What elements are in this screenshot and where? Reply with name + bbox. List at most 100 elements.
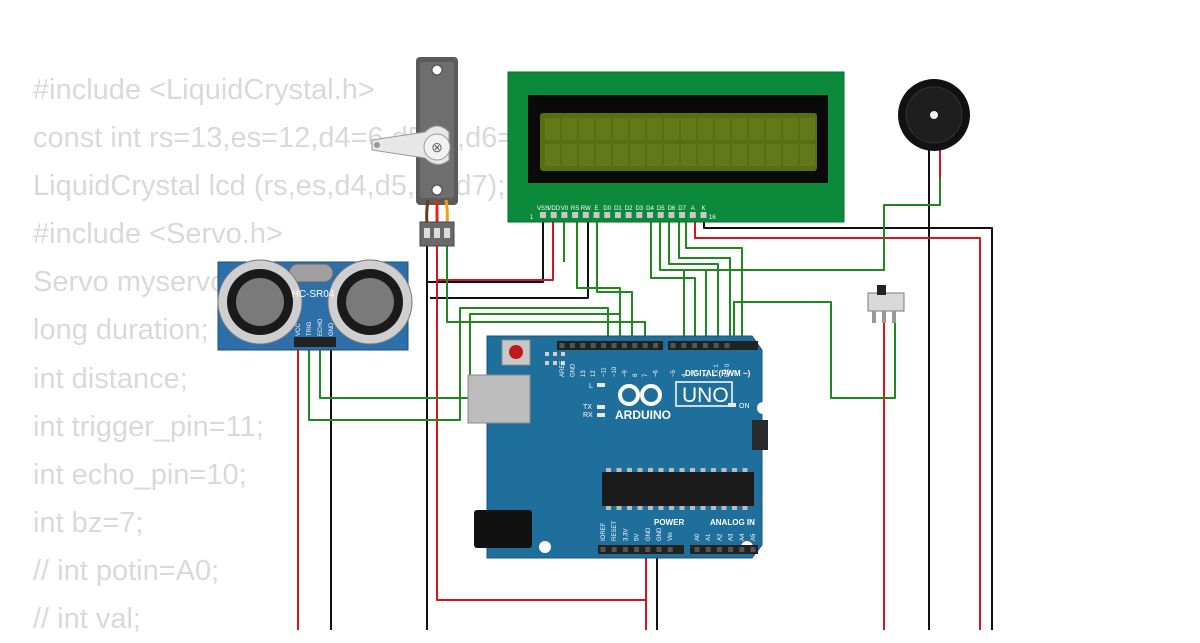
power-header-holes (600, 547, 756, 552)
digital-header-hole (590, 343, 596, 348)
chip-pin (732, 468, 737, 472)
analog-pin-label: A3 (729, 533, 735, 541)
ultrasonic-sensor: HC-SR04 VCC TRIG ECHO GND (217, 259, 413, 351)
chip-pin (606, 506, 611, 510)
digital-pin-label: RX 0 (725, 363, 731, 377)
lcd-cell (749, 144, 764, 166)
chip-pin (711, 506, 716, 510)
chip-pin (690, 506, 695, 510)
digital-header-hole (601, 343, 607, 348)
lcd-pin-label: A (691, 206, 695, 212)
lcd-cell (732, 118, 747, 140)
lcd-cell (800, 144, 815, 166)
lcd-cell (664, 144, 679, 166)
lcd-cell (715, 118, 730, 140)
digital-header-hole (724, 343, 730, 348)
us-pin-vcc: VCC (296, 323, 302, 336)
digital-pin-label: ~10 (612, 366, 618, 377)
digital-pin-label: ~9 (622, 369, 628, 377)
analog-pin-label: A2 (717, 533, 723, 541)
wire-servo-vcc (436, 244, 645, 601)
arduino-brand: ARDUINO (615, 408, 671, 422)
chip-pin (606, 468, 611, 472)
wires (297, 150, 993, 630)
lcd-cell (766, 144, 781, 166)
chip-pin (648, 468, 653, 472)
lcd-cell (715, 144, 730, 166)
slide-switch (867, 285, 905, 323)
lcd-pin (689, 212, 696, 218)
lcd-character-grid (545, 118, 815, 166)
chip-pin (700, 468, 706, 472)
analog-pin-label: A5 (751, 533, 757, 541)
chip-pin (732, 506, 737, 510)
code-line: int bz=7; (33, 506, 144, 539)
lcd-pin-label: D2 (625, 206, 633, 212)
arduino-digital-label: DIGITAL (PWM ~) (685, 369, 751, 378)
chip-pin (711, 468, 716, 472)
lcd-cell (630, 118, 645, 140)
ultrasonic-model-label: HC-SR04 (292, 289, 335, 300)
code-line: long duration; (33, 314, 209, 347)
code-line: int distance; (33, 362, 188, 395)
analog-pin-label: A1 (706, 533, 712, 541)
lcd-cell (783, 144, 798, 166)
led-rx-label: RX (583, 412, 593, 419)
digital-header-hole (702, 343, 708, 348)
lcd-cell (698, 144, 713, 166)
wire-lcd-e (596, 216, 633, 340)
chip-pin (679, 468, 685, 472)
code-line: #include <Servo.h> (33, 218, 283, 251)
analog-header-hole (705, 547, 711, 552)
lcd-pin (668, 212, 675, 218)
us-pin-gnd: GND (329, 322, 335, 336)
lcd-cell (545, 144, 560, 166)
led-l-label: L (589, 383, 593, 390)
us-pin-echo: ECHO (318, 318, 324, 336)
digital-pin-label: 4 (682, 373, 688, 377)
power-pin-label: GND (646, 527, 652, 541)
arduino-analog-label: ANALOG IN (710, 518, 755, 527)
svg-text:⊗: ⊗ (431, 139, 443, 155)
digital-pin-label: ~11 (602, 367, 608, 377)
analog-header-hole (750, 547, 756, 552)
lcd-pin (604, 212, 611, 218)
lcd-cell (545, 118, 560, 140)
chip-pin (648, 506, 653, 510)
lcd-pin (561, 212, 568, 218)
power-pin-label: RESET (612, 521, 618, 541)
digital-header-hole (653, 343, 659, 348)
lcd-cell (562, 118, 577, 140)
chip-pin (669, 506, 674, 510)
lcd-pin-label: D3 (635, 206, 643, 212)
digital-pin-label: TX 1 (714, 364, 720, 377)
lcd-pin (572, 212, 579, 218)
wire-lcd-pwm (685, 216, 743, 340)
chip-pin (658, 468, 664, 472)
lcd-cell (647, 118, 662, 140)
digital-header-hole (670, 343, 676, 348)
chip-pins (606, 468, 748, 510)
chip-pin (721, 468, 727, 472)
digital-pin-label: ~5 (671, 369, 677, 377)
chip-pin (742, 506, 748, 510)
lcd-pin-label: E (594, 206, 598, 212)
lcd-cell (647, 144, 662, 166)
code-line: Servo myservo; (33, 266, 235, 299)
analog-pin-label: A4 (740, 533, 746, 541)
power-header-hole (634, 547, 640, 552)
digital-pin-label: 2 (703, 373, 709, 377)
digital-pin-label: 13 (581, 370, 587, 377)
power-header-hole (645, 547, 651, 552)
digital-pin-label: ~3 (693, 369, 699, 377)
digital-header-hole (580, 343, 586, 348)
lcd-cell (630, 144, 645, 166)
lcd-pin-label: V0 (561, 206, 569, 212)
lcd-pin-label: RW (581, 206, 591, 212)
power-pin-label: 5V (635, 534, 641, 541)
lcd-pin-label: D0 (603, 206, 611, 212)
lcd-cell (800, 118, 815, 140)
chip-pin (616, 468, 622, 472)
